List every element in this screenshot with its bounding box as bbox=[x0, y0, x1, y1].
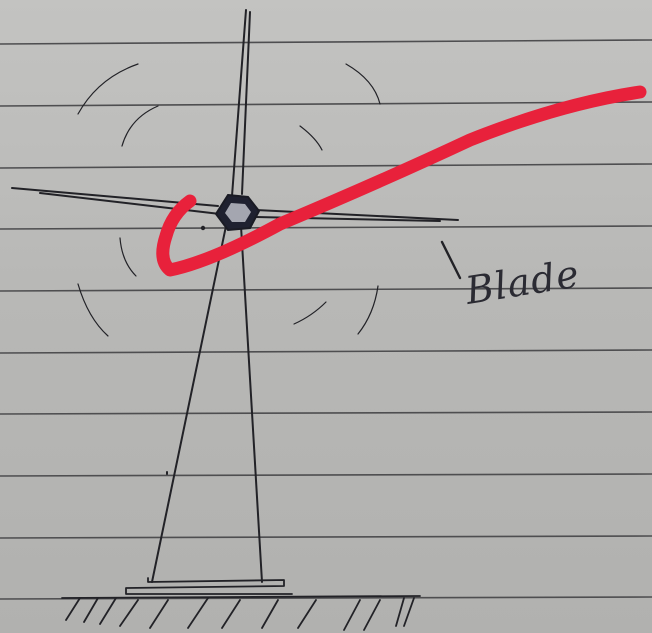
blade-right bbox=[255, 209, 459, 221]
red-check-mark bbox=[156, 85, 647, 277]
ruled-lines bbox=[0, 39, 652, 600]
tower bbox=[151, 225, 263, 583]
ground bbox=[61, 595, 421, 631]
blade-label: Blade bbox=[462, 252, 583, 314]
rotor-hub bbox=[200, 193, 261, 232]
label-leader-tick bbox=[440, 240, 462, 280]
blade-annotation: Blade bbox=[440, 240, 583, 314]
motion-arcs bbox=[77, 63, 381, 337]
tower-left-leg bbox=[151, 225, 227, 583]
tower-base bbox=[125, 577, 293, 595]
blade-top bbox=[231, 9, 247, 197]
tower-right-leg bbox=[240, 225, 263, 583]
